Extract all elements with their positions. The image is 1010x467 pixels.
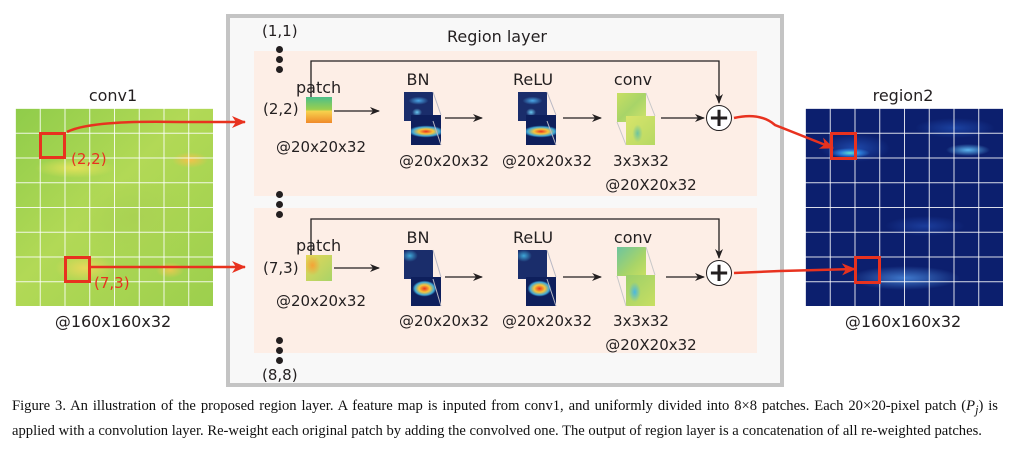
row1-conv-size: @20X20x32 xyxy=(605,176,697,194)
row2-patch-label: patch xyxy=(296,236,342,255)
row1-patch-label: patch xyxy=(296,78,342,97)
caption-part-2: ) is applied with a convolution layer. R… xyxy=(12,398,998,439)
row2-conv-kernel: 3x3x32 xyxy=(613,312,669,330)
ellipsis-dot xyxy=(276,211,283,218)
row1-conv-feature-front xyxy=(626,116,655,145)
row2-bn-feature-front xyxy=(411,277,441,306)
input-map-grid xyxy=(15,108,213,306)
row2-conv-size: @20X20x32 xyxy=(605,336,697,354)
row1-relu-feature-front xyxy=(526,115,556,145)
row2-patch-size: @20x20x32 xyxy=(276,292,367,310)
row2-bn-stack-edge xyxy=(432,249,442,307)
row2-relu-label: ReLU xyxy=(512,228,554,247)
input-feature-map xyxy=(15,108,213,306)
row1-conv-label: conv xyxy=(613,70,653,89)
row1-bn-label: BN xyxy=(406,70,430,89)
output-feature-map xyxy=(805,108,1003,306)
ellipsis-dot xyxy=(276,357,283,364)
row2-skip-connection xyxy=(310,218,723,259)
row2-bn-size: @20x20x32 xyxy=(398,312,490,330)
row1-patch-thumbnail xyxy=(306,97,332,123)
first-patch-index: (1,1) xyxy=(262,22,298,40)
ellipsis-dot xyxy=(276,46,283,53)
figure-caption: Figure 3. An illustration of the propose… xyxy=(12,396,998,442)
row2-patch-index: (7,3) xyxy=(263,259,299,277)
row2-conv-stack-edge xyxy=(616,246,656,307)
row1-patch-size: @20x20x32 xyxy=(276,138,367,156)
output-map-grid xyxy=(805,108,1003,306)
row1-patch-index: (2,2) xyxy=(263,100,299,118)
region-layer-title: Region layer xyxy=(447,27,547,46)
row2-relu-size: @20x20x32 xyxy=(501,312,593,330)
row2-bn-feature-back xyxy=(404,250,433,279)
row1-skip-connection xyxy=(310,60,723,104)
ellipsis-dot xyxy=(276,56,283,63)
row1-conv-kernel: 3x3x32 xyxy=(613,152,669,170)
ellipsis-dot xyxy=(276,347,283,354)
input-map-title: conv1 xyxy=(88,86,138,105)
output-arrow-2-2 xyxy=(733,114,834,150)
last-patch-index: (8,8) xyxy=(262,366,298,384)
patch-highlight-7-3 xyxy=(64,256,91,283)
row1-relu-size: @20x20x32 xyxy=(501,152,593,170)
output-map-size: @160x160x32 xyxy=(844,312,962,331)
row2-conv-feature-back xyxy=(617,247,646,276)
output-arrow-7-3 xyxy=(733,263,856,276)
ellipsis-dot xyxy=(276,191,283,198)
row2-conv-feature-front xyxy=(626,275,655,306)
row2-conv-label: conv xyxy=(613,228,653,247)
caption-symbol: P xyxy=(966,398,976,414)
caption-part-1: Figure 3. An illustration of the propose… xyxy=(12,398,967,414)
row1-bn-stack-edge xyxy=(432,91,442,146)
patch-highlight-2-2 xyxy=(39,132,66,159)
row2-relu-feature-back xyxy=(518,250,547,279)
row1-conv-stack-edge xyxy=(616,92,656,146)
output-map-title: region2 xyxy=(872,86,934,105)
row2-add-icon: + xyxy=(706,260,732,286)
ellipsis-dot xyxy=(276,201,283,208)
region-row-panel-2 xyxy=(254,208,757,353)
ellipsis-dot xyxy=(276,66,283,73)
row1-relu-label: ReLU xyxy=(512,70,554,89)
input-map-size: @160x160x32 xyxy=(54,312,172,331)
row1-add-icon: + xyxy=(706,105,732,131)
input-arrow-2-2 xyxy=(66,116,246,134)
row2-relu-stack-edge xyxy=(546,249,557,307)
region-row-panel-1 xyxy=(254,51,757,196)
input-patch-label-2-2: (2,2) xyxy=(71,150,107,168)
ellipsis-dot xyxy=(276,337,283,344)
row2-patch-thumbnail xyxy=(306,255,332,281)
row1-relu-stack-edge xyxy=(546,91,557,146)
input-patch-label-7-3: (7,3) xyxy=(94,274,130,292)
caption-subscript: j xyxy=(975,402,979,417)
row1-bn-size: @20x20x32 xyxy=(398,152,490,170)
row2-bn-label: BN xyxy=(406,228,430,247)
